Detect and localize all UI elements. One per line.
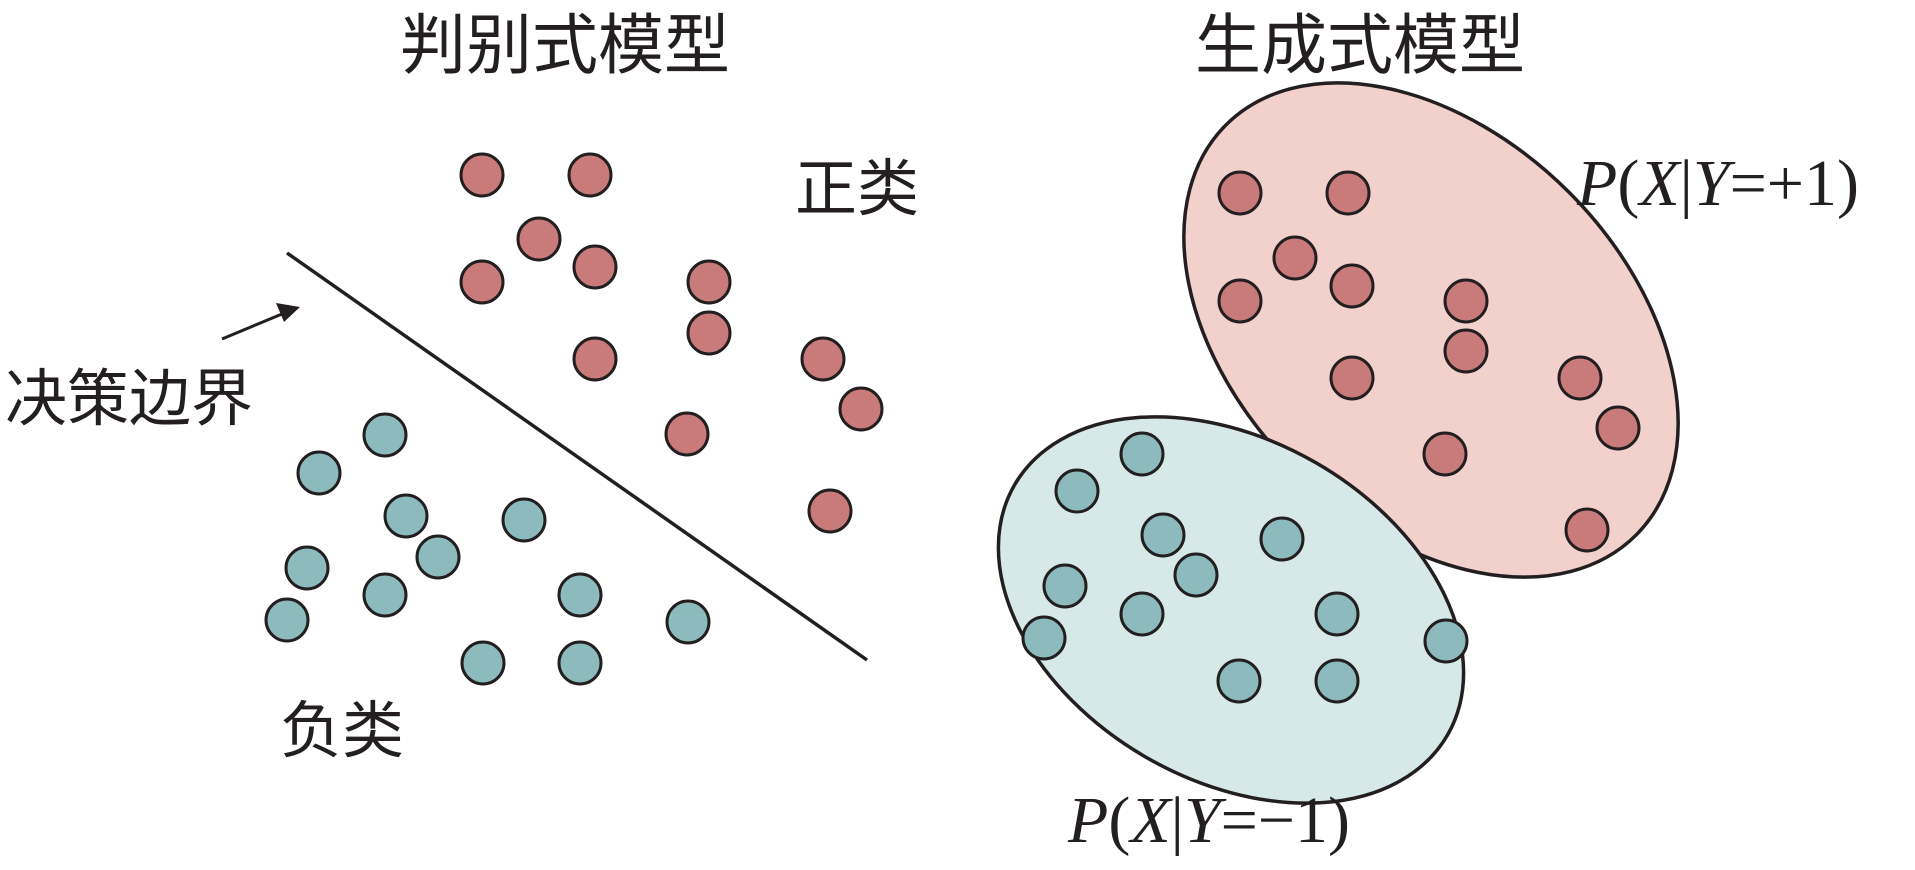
negative-distribution-label: P(X|Y=−1)	[1067, 784, 1350, 857]
positive-point	[1325, 170, 1371, 216]
positive-point	[1557, 355, 1603, 401]
negative-point	[1042, 563, 1088, 609]
condition-value: =+1)	[1730, 147, 1859, 220]
positive-point	[572, 336, 618, 382]
negative-point	[415, 534, 461, 580]
conditional-bar: |	[1680, 147, 1693, 220]
positive-point	[1443, 328, 1489, 374]
negative-point	[264, 597, 310, 643]
positive-point	[1595, 405, 1641, 451]
positive-points-right	[1217, 170, 1641, 553]
discriminative-title: 判别式模型	[400, 7, 730, 84]
negative-point	[1119, 431, 1165, 477]
negative-point	[557, 572, 603, 618]
negative-point	[1054, 468, 1100, 514]
negative-point	[1140, 512, 1186, 558]
positive-point	[664, 411, 710, 457]
negative-point	[284, 545, 330, 591]
variable-y: Y	[1693, 147, 1736, 220]
open-paren: (	[1108, 784, 1130, 857]
negative-point	[1021, 615, 1067, 661]
positive-point	[1272, 235, 1318, 281]
negative-point	[665, 599, 711, 645]
negative-class-label: 负类	[280, 694, 404, 767]
negative-point	[557, 640, 603, 686]
positive-point	[567, 152, 613, 198]
positive-point	[1217, 278, 1263, 324]
positive-point	[800, 336, 846, 382]
open-paren: (	[1617, 147, 1639, 220]
positive-points-left	[459, 152, 884, 534]
positive-point	[459, 259, 505, 305]
positive-point	[686, 259, 732, 305]
positive-point	[1422, 431, 1468, 477]
positive-point	[686, 310, 732, 356]
variable-x: X	[1127, 784, 1173, 857]
positive-distribution-label: P(X|Y=+1)	[1576, 147, 1859, 220]
positive-point	[1329, 263, 1375, 309]
negative-points-right	[1021, 431, 1469, 704]
discriminative-panel: 判别式模型 正类 负类 决策边界	[5, 7, 919, 767]
negative-point	[1119, 591, 1165, 637]
decision-boundary-label: 决策边界	[5, 362, 253, 435]
positive-point	[1564, 507, 1610, 553]
positive-point	[516, 216, 562, 262]
decision-boundary-line	[285, 251, 869, 662]
negative-point	[1314, 658, 1360, 704]
decision-boundary-arrow	[221, 303, 300, 341]
negative-point	[296, 450, 342, 496]
variable-y: Y	[1184, 784, 1227, 857]
negative-point	[1259, 516, 1305, 562]
negative-point	[1216, 658, 1262, 704]
negative-point	[383, 493, 429, 539]
negative-point	[362, 412, 408, 458]
negative-distribution-region	[996, 415, 1466, 805]
positive-point	[459, 152, 505, 198]
positive-class-label: 正类	[795, 152, 919, 225]
condition-value: =−1)	[1221, 784, 1350, 857]
positive-point	[807, 488, 853, 534]
positive-point	[1329, 355, 1375, 401]
negative-point	[460, 640, 506, 686]
negative-point	[362, 572, 408, 618]
negative-points-left	[264, 412, 711, 686]
negative-point	[1314, 591, 1360, 637]
negative-point	[1173, 552, 1219, 598]
positive-point	[1443, 278, 1489, 324]
positive-point	[1217, 170, 1263, 216]
negative-point	[1423, 618, 1469, 664]
generative-title: 生成式模型	[1195, 7, 1525, 84]
generative-panel: 生成式模型	[996, 7, 1859, 857]
prob-symbol: P	[1576, 147, 1617, 220]
variable-x: X	[1636, 147, 1682, 220]
conditional-bar: |	[1171, 784, 1184, 857]
positive-point	[838, 386, 884, 432]
prob-symbol: P	[1067, 784, 1108, 857]
negative-point	[501, 497, 547, 543]
positive-point	[572, 244, 618, 290]
